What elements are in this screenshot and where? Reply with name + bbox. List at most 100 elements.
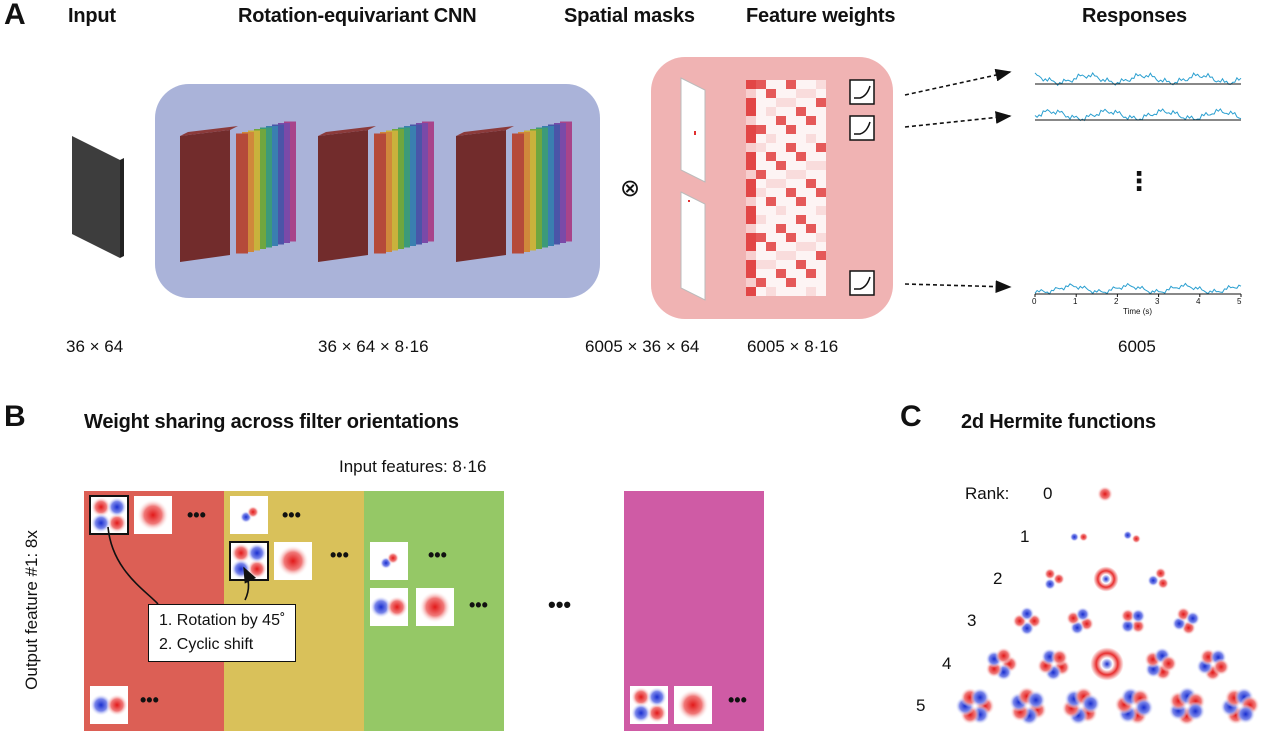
weight-cell [786,287,796,296]
hermite-lobe [1053,573,1065,585]
weight-cell [796,215,806,224]
panel-letter-b: B [4,400,26,433]
nonlinearity-icon [849,270,875,296]
nonlinearity-icon [849,79,875,105]
panel-b-title: Weight sharing across filter orientation… [84,411,459,433]
time-tick: 2 [1114,297,1119,306]
weight-cell [786,179,796,188]
time-axis [1034,293,1242,297]
panel-c-title: 2d Hermite functions [961,411,1156,433]
weight-cell [806,152,816,161]
dim-responses: 6005 [1118,337,1156,356]
filter-lobe [631,703,651,723]
weight-cell [746,278,756,287]
weight-cell [756,116,766,125]
weight-cell [776,170,786,179]
weight-cell [796,134,806,143]
dim-cnn: 36 × 64 × 8·16 [318,337,429,356]
hermite-function [1097,486,1113,502]
feature-map-top [180,126,238,136]
weight-cell [816,197,826,206]
weight-cell [796,269,806,278]
weight-cell [756,242,766,251]
time-tick: 1 [1073,297,1078,306]
weight-cell [766,89,776,98]
weight-cell [746,161,756,170]
response-trace [1034,72,1242,87]
spatial-mask-1 [680,77,706,183]
weight-cell [756,233,766,242]
weight-cell [746,170,756,179]
hermite-lobe [1160,654,1178,673]
filter-ellipsis: ••• [330,545,349,565]
weight-cell [816,125,826,134]
weight-cell [816,89,826,98]
weight-cell [756,260,766,269]
weight-cell [816,260,826,269]
weight-cell [766,134,776,143]
weight-cell [766,215,776,224]
weight-cell [816,170,826,179]
filter-ellipsis: ••• [728,690,747,710]
weight-cell [756,143,766,152]
weight-cell [816,152,826,161]
weight-cell [816,233,826,242]
spatial-mask-2 [680,191,706,301]
filter-blob [677,689,709,721]
hermite-lobe [1130,618,1146,634]
weight-cell [746,89,756,98]
weight-cell [786,251,796,260]
weight-cell [796,89,806,98]
weight-cell [746,152,756,161]
weight-cell [776,98,786,107]
weight-cell [766,80,776,89]
weight-cell [746,188,756,197]
weight-cell [816,251,826,260]
weight-cell [756,206,766,215]
weight-cell [806,134,816,143]
weight-cell [776,107,786,116]
nonlinearity-icon [849,115,875,141]
weight-cell [756,197,766,206]
weight-cell [766,251,776,260]
hermite-lobe [1044,568,1056,580]
weight-cell [766,98,776,107]
weight-cell [756,107,766,116]
weight-cell [786,260,796,269]
feature-map-layer [236,133,248,254]
filter-lobe [647,687,667,707]
weight-cell [746,134,756,143]
weight-cell [766,224,776,233]
weight-cell [776,287,786,296]
weight-cell [806,287,816,296]
weight-cell [766,116,776,125]
weight-cell [776,188,786,197]
weight-cell [776,161,786,170]
weight-cell [786,233,796,242]
responses-ellipsis: ⋮ [1126,166,1152,196]
weight-cell [816,215,826,224]
weight-cell [796,242,806,251]
weight-cell [766,179,776,188]
weight-cell [816,206,826,215]
weight-cell [756,152,766,161]
weight-cell [776,80,786,89]
weight-cell [756,224,766,233]
weight-cell [766,278,776,287]
filter-ellipsis: ••• [428,545,447,565]
weight-cell [786,98,796,107]
hermite-lobe [1120,608,1136,624]
weight-cell [766,242,776,251]
nonlinearity-curve [854,276,871,290]
hermite-lobe [970,687,990,708]
rotation-arrow [107,526,159,605]
weight-cell [806,98,816,107]
weight-cell [816,242,826,251]
weight-cell [796,197,806,206]
weight-sharing-callout: 1. Rotation by 45˚ 2. Cyclic shift [148,604,297,662]
hermite-lobe [1133,697,1154,718]
feature-weights-matrix [746,80,826,296]
arrow-to-response-1 [904,68,1012,96]
weight-cell [746,242,756,251]
tensor-product-symbol: ⊗ [620,175,641,202]
